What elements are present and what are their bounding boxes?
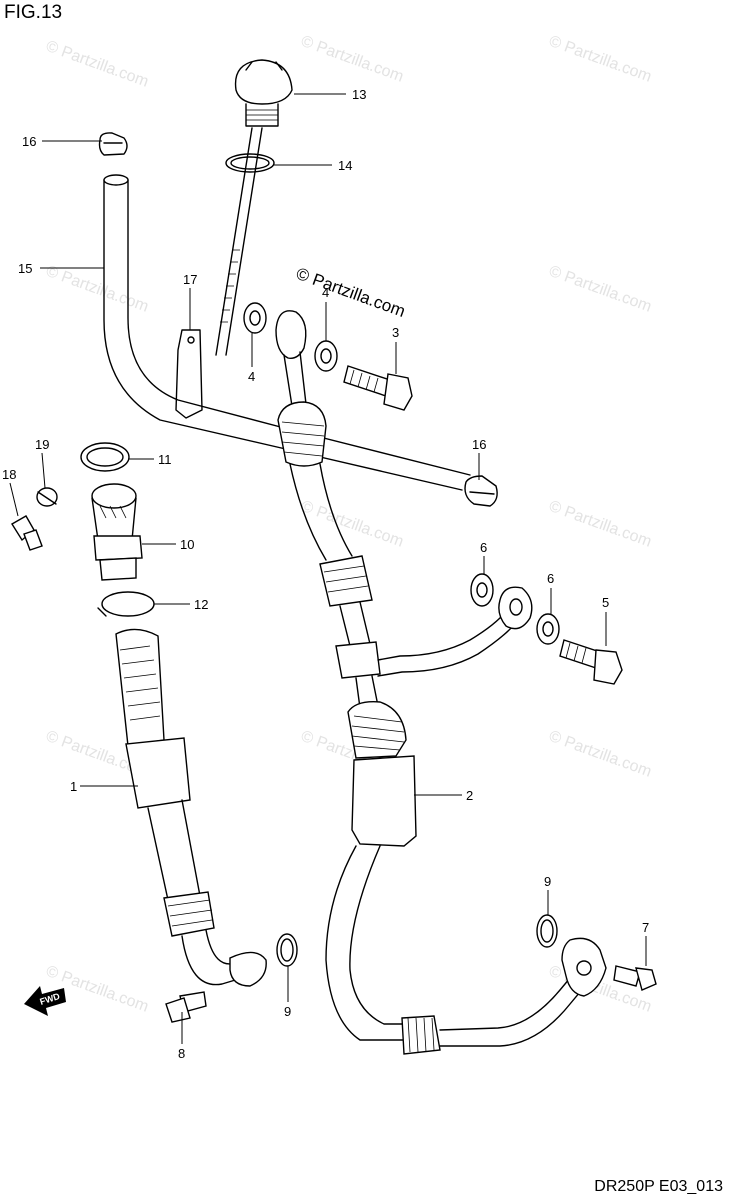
watermark: © Partzilla.com xyxy=(299,498,406,551)
part-4-washer-right xyxy=(314,340,338,372)
callout-10: 10 xyxy=(180,537,194,552)
callout-4: 4 xyxy=(248,369,255,384)
part-18-plug xyxy=(11,515,43,551)
callout-11: 11 xyxy=(158,452,172,467)
watermark: © Partzilla.com xyxy=(547,33,654,86)
callout-17: 17 xyxy=(183,272,197,287)
part-16-clamp-top xyxy=(98,132,128,156)
callout-4: 4 xyxy=(322,285,329,300)
part-12-clamp xyxy=(97,591,155,617)
watermark: © Partzilla.com xyxy=(547,728,654,781)
part-6-washer-right xyxy=(536,613,560,645)
watermark: © Partzilla.com xyxy=(44,38,151,91)
part-10-hose-connector xyxy=(91,483,143,581)
callout-18: 18 xyxy=(2,467,16,482)
callout-5: 5 xyxy=(602,595,609,610)
part-14-o-ring xyxy=(225,153,275,173)
figure-title: FIG.13 xyxy=(4,2,63,23)
part-7-bolt xyxy=(613,965,657,991)
part-15-breather-hose xyxy=(103,174,471,491)
part-19-clamp xyxy=(36,487,58,507)
callout-16: 16 xyxy=(22,134,36,149)
part-13-dipstick-cap xyxy=(234,59,293,127)
callout-3: 3 xyxy=(392,325,399,340)
watermark: © Partzilla.com xyxy=(547,263,654,316)
callout-1: 1 xyxy=(70,779,77,794)
part-6-washer-left xyxy=(470,573,494,607)
callout-8: 8 xyxy=(178,1046,185,1061)
part-8-bolt xyxy=(165,991,207,1023)
callout-15: 15 xyxy=(18,261,32,276)
part-2-oil-hose xyxy=(275,310,607,1055)
part-16-clamp-right xyxy=(464,475,498,507)
callout-19: 19 xyxy=(35,437,49,452)
leader-lines xyxy=(9,93,647,1044)
part-9-gasket-left xyxy=(276,933,298,967)
part-3-union-bolt xyxy=(343,365,413,411)
watermark-layer: © Partzilla.com © Partzilla.com © Partzi… xyxy=(44,33,654,1016)
callout-9: 9 xyxy=(544,874,551,889)
callout-6: 6 xyxy=(547,571,554,586)
callout-6: 6 xyxy=(480,540,487,555)
part-9-gasket-right xyxy=(536,914,558,948)
dipstick-rod xyxy=(215,127,263,356)
part-1-oil-hose xyxy=(115,628,267,987)
watermark: © Partzilla.com xyxy=(547,498,654,551)
callout-labels: 13 14 16 15 17 4 4 3 19 11 16 18 10 6 6 … xyxy=(2,87,649,1061)
part-5-union-bolt xyxy=(559,639,623,685)
watermark: © Partzilla.com xyxy=(299,33,406,86)
watermark-dark: © Partzilla.com xyxy=(294,264,408,321)
callout-14: 14 xyxy=(338,158,352,173)
part-17-bracket xyxy=(175,329,203,419)
callout-2: 2 xyxy=(466,788,473,803)
part-4-washer-left xyxy=(243,302,267,334)
callout-9: 9 xyxy=(284,1004,291,1019)
callout-12: 12 xyxy=(194,597,208,612)
callout-16: 16 xyxy=(472,437,486,452)
fwd-arrow-icon: FWD xyxy=(24,986,66,1016)
part-11-o-ring xyxy=(80,442,130,472)
watermark: © Partzilla.com xyxy=(44,263,151,316)
diagram-code: DR250P E03_013 xyxy=(594,1178,723,1195)
callout-7: 7 xyxy=(642,920,649,935)
callout-13: 13 xyxy=(352,87,366,102)
